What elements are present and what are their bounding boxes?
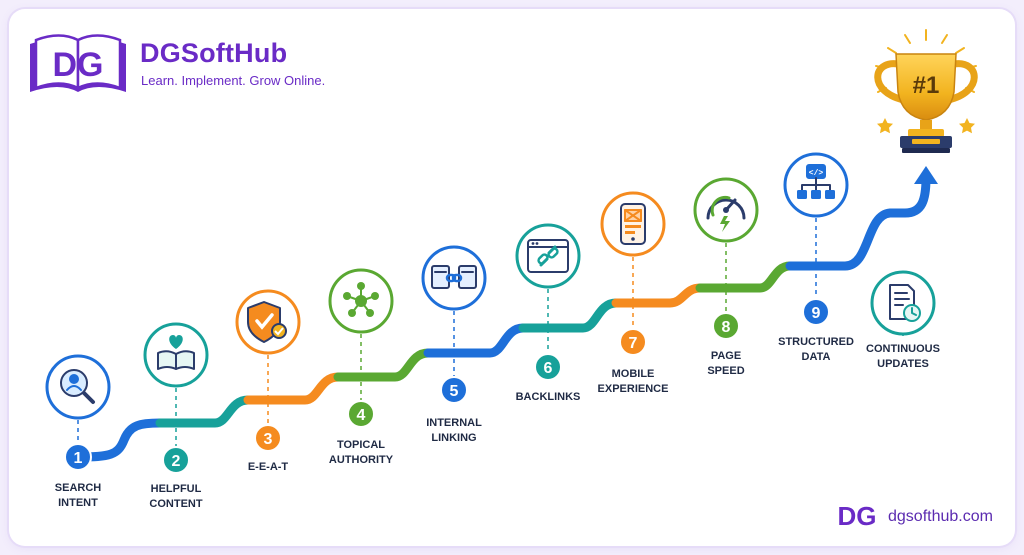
step-number: 2 (172, 453, 181, 470)
step-label-line1: INTERNAL (426, 417, 482, 429)
brand-tagline: Learn. Implement. Grow Online. (141, 73, 326, 88)
step-number: 3 (264, 431, 273, 448)
arrow-head-icon (914, 166, 938, 184)
step-number: 8 (722, 319, 731, 336)
step-3: 3E-E-A-T (235, 289, 301, 473)
step-label-line1: E-E-A-T (248, 461, 289, 473)
step-label-line1: STRUCTURED (778, 336, 854, 348)
step-label-line1: BACKLINKS (516, 391, 581, 403)
magnifier-person-icon (60, 369, 95, 404)
step-label-line2: AUTHORITY (329, 454, 394, 466)
step-number-badge (534, 353, 562, 381)
step-label-line1: HELPFUL (151, 483, 202, 495)
path-segment-7 (611, 283, 705, 308)
document-clock-icon (889, 284, 921, 322)
linked-pages-icon (431, 265, 477, 289)
step-label-line2: SPEED (707, 365, 744, 377)
path-segment-2 (155, 395, 253, 428)
book-heart-icon (157, 335, 195, 370)
step-label-line2: DATA (802, 351, 831, 363)
path-segment-1 (73, 418, 165, 462)
svg-text:</>: </> (809, 169, 824, 178)
step-label-line1: TOPICAL (337, 439, 385, 451)
shield-badge-icon (247, 301, 287, 343)
brand-name: DGSoftHub (140, 38, 288, 68)
step-label-line2: EXPERIENCE (598, 383, 669, 395)
path-segment-3 (243, 372, 343, 405)
sitemap-code-icon: </> (797, 164, 835, 199)
footer-website-link[interactable]: dgsofthub.com (888, 508, 993, 525)
step-number-badge (347, 400, 375, 428)
step-number: 4 (357, 407, 366, 424)
footer-logo: DG (838, 501, 877, 531)
step-number-badge (440, 376, 468, 404)
step-label-line2: LINKING (431, 432, 476, 444)
progress-staircase (73, 166, 938, 462)
step-number-badge (619, 328, 647, 356)
step-label-line2: INTENT (58, 497, 98, 509)
network-hub-icon (343, 282, 379, 317)
step-number-badge (802, 298, 830, 326)
brand-logo: DG (30, 34, 126, 92)
step-number: 6 (544, 360, 553, 377)
trophy-label: #1 (913, 72, 940, 99)
logo-text: DG (53, 46, 104, 84)
step-label-line1: SEARCH (55, 482, 102, 494)
step-label-line1: PAGE (711, 350, 741, 362)
step-number: 5 (450, 383, 459, 400)
step-label-line1: CONTINUOUS (866, 343, 940, 355)
step-number: 7 (629, 335, 638, 352)
step-number: 9 (812, 305, 821, 322)
path-segment-9 (785, 173, 931, 271)
step-label-line1: MOBILE (612, 368, 655, 380)
mobile-phone-icon (620, 203, 646, 245)
step-number-badge (162, 446, 190, 474)
path-segment-4 (333, 348, 433, 382)
step-10: CONTINUOUS UPDATES (866, 270, 940, 370)
path-segment-5 (423, 323, 528, 358)
step-number: 1 (74, 450, 83, 467)
step-label-line2: UPDATES (877, 358, 929, 370)
step-number-badge (64, 443, 92, 471)
path-segment-6 (518, 298, 621, 333)
browser-link-icon (527, 239, 569, 273)
trophy-icon: #1 (874, 29, 978, 153)
speedometer-icon (706, 195, 746, 232)
step-number-badge (254, 424, 282, 452)
step-label-line2: CONTENT (149, 498, 202, 510)
step-number-badge (712, 312, 740, 340)
path-segment-8 (695, 261, 795, 293)
